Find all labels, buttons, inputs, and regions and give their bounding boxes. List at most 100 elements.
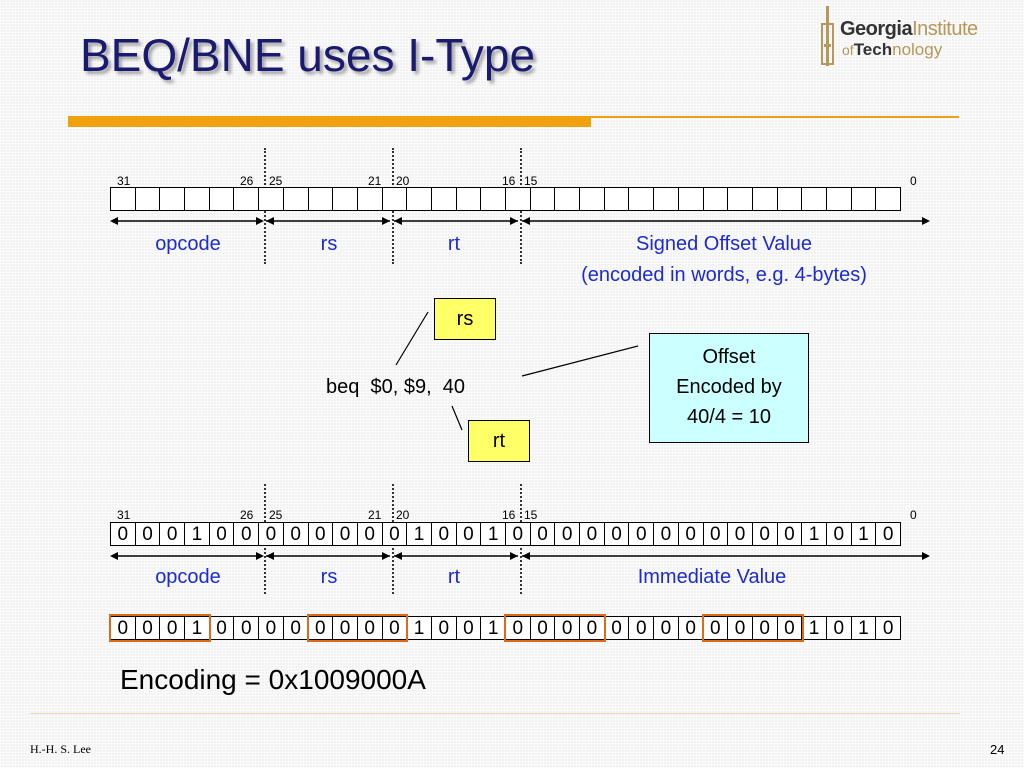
offset-note-line: Offset — [702, 346, 756, 368]
offset-note-line: Encoded by — [676, 376, 782, 398]
bit-cell: 1 — [480, 616, 506, 640]
bit-cell: 0 — [653, 522, 679, 546]
bit-cell: 1 — [184, 522, 210, 546]
bit-cell: 0 — [875, 616, 901, 640]
field-label-immediate: Immediate Value — [637, 566, 787, 588]
bit-cell: 1 — [850, 616, 877, 640]
bit-cell: 0 — [751, 522, 778, 546]
logo-nology: nology — [892, 40, 943, 59]
bit-cell: 0 — [356, 616, 383, 640]
bit-number: 15 — [524, 508, 538, 522]
bit-cell: 0 — [332, 616, 358, 640]
bit-cell: 0 — [258, 522, 284, 546]
bit-number: 25 — [269, 508, 283, 522]
bit-number: 21 — [368, 508, 382, 522]
bit-number: 31 — [117, 174, 131, 188]
bit-number: 20 — [396, 508, 410, 522]
field-label-rt: rt — [447, 566, 461, 588]
bit-cell: 0 — [603, 616, 630, 640]
bit-cell: 0 — [702, 522, 729, 546]
bit-cell: 0 — [677, 616, 704, 640]
bit-cell — [825, 187, 852, 211]
bit-cell: 0 — [628, 616, 655, 640]
bit-cell — [677, 187, 704, 211]
bit-number: 15 — [524, 174, 538, 188]
bit-cell: 0 — [233, 522, 260, 546]
bit-number: 16 — [502, 174, 516, 188]
bit-cell: 0 — [776, 616, 803, 640]
bit-cell: 1 — [480, 522, 506, 546]
bit-cell — [850, 187, 877, 211]
bit-cell — [653, 187, 679, 211]
bit-cell: 0 — [825, 522, 852, 546]
bit-number: 21 — [368, 174, 382, 188]
bit-cell: 0 — [134, 616, 161, 640]
title-underline-thin — [591, 116, 959, 118]
bit-number: 0 — [910, 508, 917, 522]
bit-number: 20 — [396, 174, 410, 188]
bit-cell: 0 — [727, 522, 753, 546]
rt-callout: rt — [468, 420, 530, 462]
bit-cell: 0 — [529, 522, 556, 546]
field-note: (encoded in words, e.g. 4-bytes) — [581, 264, 867, 286]
footer-author: H.-H. S. Lee — [30, 742, 91, 756]
field-label-opcode: opcode — [155, 566, 221, 588]
nibble-group-outline — [504, 614, 606, 642]
bit-cell: 1 — [801, 522, 827, 546]
logo-tech: Tech — [853, 40, 893, 59]
bit-cell: 0 — [455, 616, 482, 640]
bit-cell: 0 — [356, 522, 383, 546]
bit-cell: 0 — [653, 616, 679, 640]
bit-cell: 1 — [406, 616, 432, 640]
logo-of: of — [842, 42, 854, 58]
empty-bit-field-row — [110, 187, 901, 211]
bit-cell: 0 — [677, 522, 704, 546]
georgia-tech-logo: GeorgiaInstitute ofTechnology — [818, 4, 1018, 70]
bit-number: 25 — [269, 174, 283, 188]
bit-cell — [406, 187, 432, 211]
bit-cell: 0 — [233, 616, 260, 640]
field-label-offset: Signed Offset Value — [635, 233, 813, 255]
bit-cell: 0 — [282, 616, 309, 640]
bit-cell — [134, 187, 161, 211]
bit-cell: 1 — [184, 616, 210, 640]
bit-number: 26 — [240, 508, 254, 522]
bit-cell — [751, 187, 778, 211]
bit-cell: 0 — [776, 522, 803, 546]
bit-cell: 0 — [430, 522, 457, 546]
bit-cell: 0 — [875, 522, 901, 546]
bit-cell: 0 — [307, 522, 334, 546]
field-brackets-top — [110, 217, 930, 225]
slide-title: BEQ/BNE uses I-Type — [80, 29, 536, 81]
bit-cell — [875, 187, 901, 211]
bit-cell: 0 — [505, 522, 531, 546]
bit-cell: 0 — [727, 616, 753, 640]
bit-cell — [529, 187, 556, 211]
bit-cell — [603, 187, 630, 211]
bit-cell: 0 — [208, 616, 235, 640]
offset-callout: Offset Encoded by 40/4 = 10 — [649, 333, 809, 443]
field-label-rs: rs — [320, 566, 338, 588]
bit-cell: 0 — [332, 522, 358, 546]
footer-divider — [30, 713, 960, 714]
bit-cell: 0 — [628, 522, 655, 546]
field-brackets-bottom — [110, 552, 930, 560]
bit-cell — [356, 187, 383, 211]
bit-cell — [505, 187, 531, 211]
bit-cell: 0 — [282, 522, 309, 546]
page-number: 24 — [990, 742, 1005, 757]
nibble-group-outline — [306, 614, 409, 642]
bit-cell: 0 — [134, 522, 161, 546]
bit-number: 31 — [117, 508, 131, 522]
bit-cell: 0 — [603, 522, 630, 546]
bit-cell: 0 — [381, 522, 408, 546]
logo-georgia: Georgia — [840, 18, 913, 40]
bit-cell: 0 — [825, 616, 852, 640]
title-underline-thick — [68, 116, 591, 127]
nibble-group-outline — [109, 614, 211, 642]
bit-cell: 0 — [110, 522, 136, 546]
rs-callout: rs — [434, 298, 496, 340]
